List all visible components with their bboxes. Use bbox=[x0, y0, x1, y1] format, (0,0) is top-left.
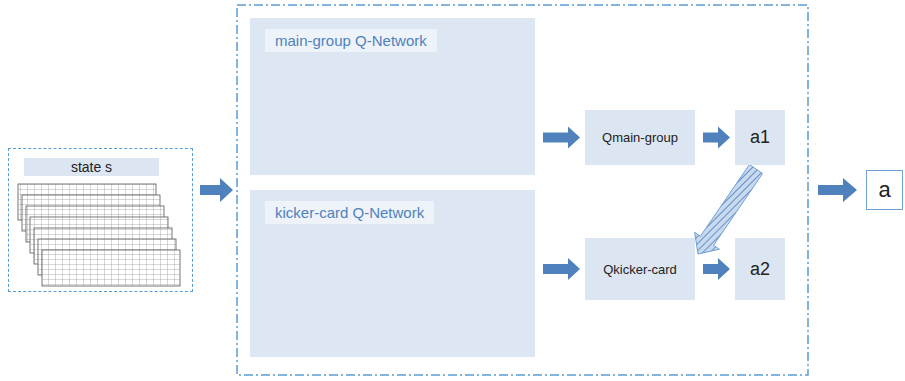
box-label: a2 bbox=[750, 259, 770, 280]
input-group: state s bbox=[8, 148, 193, 292]
box-label: a bbox=[878, 177, 890, 203]
output-arrow bbox=[818, 178, 857, 202]
system-boundary bbox=[237, 5, 808, 375]
network-title: main-group Q-Network bbox=[265, 29, 437, 52]
state-planes bbox=[18, 184, 180, 286]
q-value-box: Qmain-group bbox=[585, 110, 695, 165]
box-label: Qkicker-card bbox=[597, 262, 683, 277]
q-value-box: Qkicker-card bbox=[585, 238, 695, 300]
output-box: a bbox=[866, 170, 903, 210]
flow-arrow bbox=[543, 127, 580, 149]
flow-arrow bbox=[703, 258, 730, 280]
action-box: a2 bbox=[735, 238, 785, 300]
action-box: a1 bbox=[735, 110, 785, 165]
network-panel: kicker-card Q-Network bbox=[250, 190, 535, 357]
box-label: Qmain-group bbox=[596, 130, 684, 145]
input-label: state s bbox=[23, 157, 160, 177]
box-label: a1 bbox=[750, 127, 770, 148]
input-arrow bbox=[200, 178, 233, 202]
flow-arrow bbox=[703, 127, 730, 149]
flow-arrow bbox=[543, 258, 580, 280]
network-panel: main-group Q-Network bbox=[250, 18, 535, 175]
network-title: kicker-card Q-Network bbox=[265, 201, 434, 224]
